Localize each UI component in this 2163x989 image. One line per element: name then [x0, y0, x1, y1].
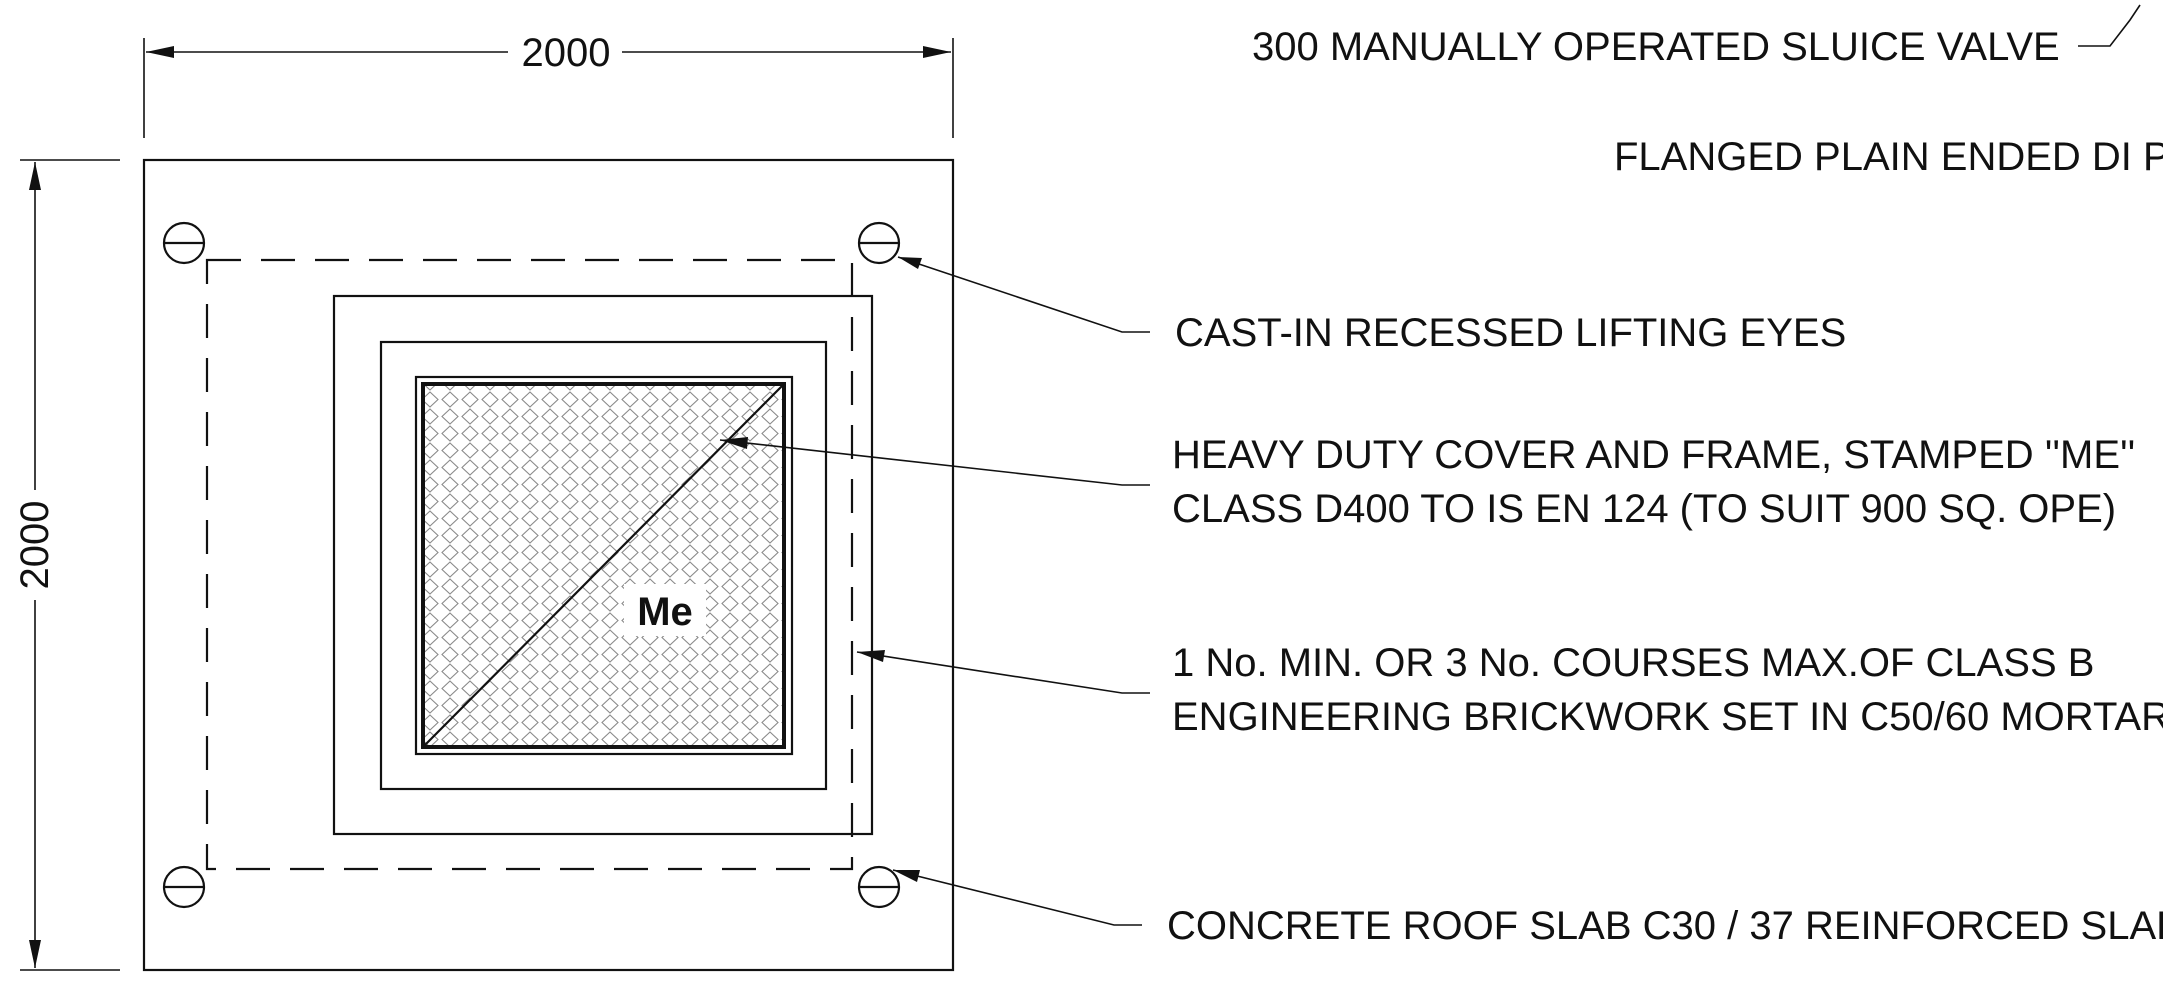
dashed-opening-outline	[205, 258, 854, 871]
leader-line	[719, 439, 1150, 486]
top-dimension-value: 2000	[522, 31, 611, 75]
leader-brickwork	[856, 650, 1150, 694]
left-dimension-arrow-bottom	[29, 940, 41, 968]
left-dimension: 2000	[13, 159, 120, 971]
top-dimension-arrow-right	[923, 46, 951, 58]
lifting-eye-bottom-left	[162, 865, 206, 909]
brickwork-inner-outline	[379, 340, 828, 791]
leader-line	[856, 651, 1150, 694]
leader-line	[897, 256, 1150, 333]
lifting-eye-bottom-right	[857, 865, 901, 909]
top-dimension: 2000	[143, 31, 954, 138]
label-di-pipe: FLANGED PLAIN ENDED DI PI	[1614, 135, 2163, 179]
label-brickwork-line2: ENGINEERING BRICKWORK SET IN C50/60 MORT…	[1172, 695, 2163, 739]
label-cover-line1: HEAVY DUTY COVER AND FRAME, STAMPED ''ME…	[1172, 433, 2135, 477]
label-sluice-valve: 300 MANUALLY OPERATED SLUICE VALVE	[1252, 25, 2060, 69]
leader-roof-slab	[892, 869, 1142, 926]
lifting-eye-top-right	[857, 221, 901, 265]
label-cover-line2: CLASS D400 TO IS EN 124 (TO SUIT 900 SQ.…	[1172, 487, 2116, 531]
label-brickwork-line1: 1 No. MIN. OR 3 No. COURSES MAX.OF CLASS…	[1172, 641, 2094, 685]
brickwork-outer-outline	[332, 294, 874, 836]
lifting-eye-top-left	[162, 221, 206, 265]
left-dimension-arrow-top	[29, 162, 41, 190]
stamp-background	[624, 584, 706, 636]
top-dimension-arrow-left	[146, 46, 174, 58]
leader-cover	[719, 437, 1150, 486]
leader-line	[892, 869, 1142, 926]
cover-diagonal-line	[422, 383, 785, 748]
leader-arrowhead	[893, 870, 920, 882]
leader-line	[2078, 4, 2141, 47]
label-roof-slab: CONCRETE ROOF SLAB C30 / 37 REINFORCED S…	[1167, 904, 2163, 948]
left-dimension-value: 2000	[13, 501, 57, 590]
leader-valve	[2078, 4, 2141, 47]
cover-frame-outer	[414, 375, 794, 756]
roof-slab-outline	[142, 158, 955, 972]
cover-stamp-text: Me	[637, 590, 693, 634]
leader-lifting-eyes	[897, 256, 1150, 333]
label-lifting-eyes: CAST-IN RECESSED LIFTING EYES	[1175, 311, 1846, 355]
leader-arrowhead	[720, 437, 748, 449]
leader-arrowhead	[898, 257, 922, 269]
leader-arrowhead	[857, 650, 885, 662]
